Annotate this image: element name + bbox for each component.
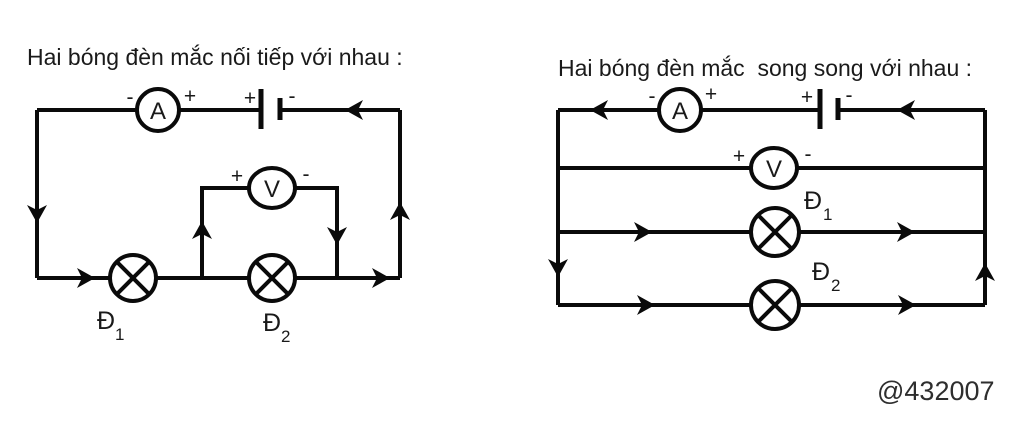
ammeter-label: A bbox=[672, 98, 688, 125]
voltmeter-label: V bbox=[264, 176, 280, 203]
ammeter-plus-sign: + bbox=[184, 85, 196, 108]
series-voltmeter: V + - bbox=[231, 163, 310, 210]
current-arrow-right-icon bbox=[637, 295, 655, 315]
bulb-2-label: Đ bbox=[263, 309, 281, 337]
bulb-cross-icon bbox=[756, 213, 794, 251]
ammeter-minus-sign: - bbox=[649, 85, 656, 108]
watermark-text: @432007 bbox=[877, 376, 995, 406]
wire bbox=[200, 186, 249, 278]
bulb-cross-icon bbox=[115, 260, 151, 296]
ammeter-plus-sign: + bbox=[705, 83, 717, 106]
series-bulb-2: Đ 2 bbox=[247, 253, 297, 346]
ammeter-minus-sign: - bbox=[127, 86, 134, 109]
current-arrow-up-icon bbox=[390, 202, 410, 220]
battery-minus-sign: - bbox=[846, 84, 853, 107]
bulb-2-subscript: 2 bbox=[831, 276, 840, 295]
battery-plus-sign: + bbox=[244, 87, 256, 110]
series-ammeter: A - + bbox=[127, 85, 196, 133]
voltmeter-plus-sign: + bbox=[231, 165, 243, 188]
current-arrow-right-icon bbox=[372, 268, 390, 288]
current-arrow-left-icon bbox=[897, 100, 915, 120]
ammeter-label: A bbox=[150, 98, 166, 125]
wire bbox=[295, 186, 339, 278]
parallel-battery: + - bbox=[801, 84, 853, 129]
current-arrow-down-icon bbox=[327, 227, 347, 245]
bulb-2-subscript: 2 bbox=[281, 327, 290, 346]
voltmeter-minus-sign: - bbox=[805, 143, 812, 166]
voltmeter-plus-sign: + bbox=[733, 145, 745, 168]
bulb-1-subscript: 1 bbox=[823, 205, 832, 224]
battery-plus-sign: + bbox=[801, 86, 813, 109]
current-arrow-up-icon bbox=[192, 221, 212, 239]
parallel-circuit-title: Hai bóng đèn mắc song song với nhau : bbox=[558, 55, 972, 81]
bulb-cross-icon bbox=[254, 260, 290, 296]
current-arrow-left-icon bbox=[345, 100, 363, 120]
voltmeter-minus-sign: - bbox=[303, 163, 310, 186]
parallel-circuit: Hai bóng đèn mắc song song với nhau : bbox=[548, 55, 995, 331]
series-current-arrows bbox=[27, 100, 410, 288]
bulb-2-label: Đ bbox=[812, 258, 830, 286]
current-arrow-left-icon bbox=[590, 100, 608, 120]
parallel-bulb-2: Đ 2 bbox=[749, 258, 840, 331]
series-circuit: Hai bóng đèn mắc nối tiếp với nhau : bbox=[27, 44, 410, 346]
parallel-voltmeter: V + - bbox=[733, 143, 812, 190]
bulb-1-label: Đ bbox=[97, 307, 115, 335]
series-bulb-1: Đ 1 bbox=[97, 253, 158, 344]
current-arrow-right-icon bbox=[898, 295, 916, 315]
voltmeter-label: V bbox=[766, 156, 782, 183]
bulb-cross-icon bbox=[756, 286, 794, 324]
current-arrow-down-icon bbox=[27, 205, 47, 223]
parallel-bulb-1: Đ 1 bbox=[749, 187, 832, 258]
current-arrow-right-icon bbox=[77, 268, 95, 288]
bulb-1-label: Đ bbox=[804, 187, 822, 215]
series-circuit-title: Hai bóng đèn mắc nối tiếp với nhau : bbox=[27, 44, 403, 70]
bulb-1-subscript: 1 bbox=[115, 325, 124, 344]
series-wires bbox=[35, 108, 402, 280]
series-battery: + - bbox=[244, 85, 296, 129]
battery-minus-sign: - bbox=[289, 85, 296, 108]
ammeter-icon bbox=[657, 87, 703, 133]
current-arrow-up-icon bbox=[975, 263, 995, 281]
current-arrow-right-icon bbox=[897, 222, 915, 242]
voltmeter-icon bbox=[749, 146, 799, 190]
parallel-wires bbox=[556, 108, 987, 307]
current-arrow-right-icon bbox=[634, 222, 652, 242]
current-arrow-down-icon bbox=[548, 259, 568, 277]
voltmeter-icon bbox=[247, 166, 297, 210]
parallel-ammeter: A - + bbox=[649, 83, 717, 133]
parallel-current-arrows bbox=[548, 100, 995, 315]
ammeter-icon bbox=[135, 87, 181, 133]
